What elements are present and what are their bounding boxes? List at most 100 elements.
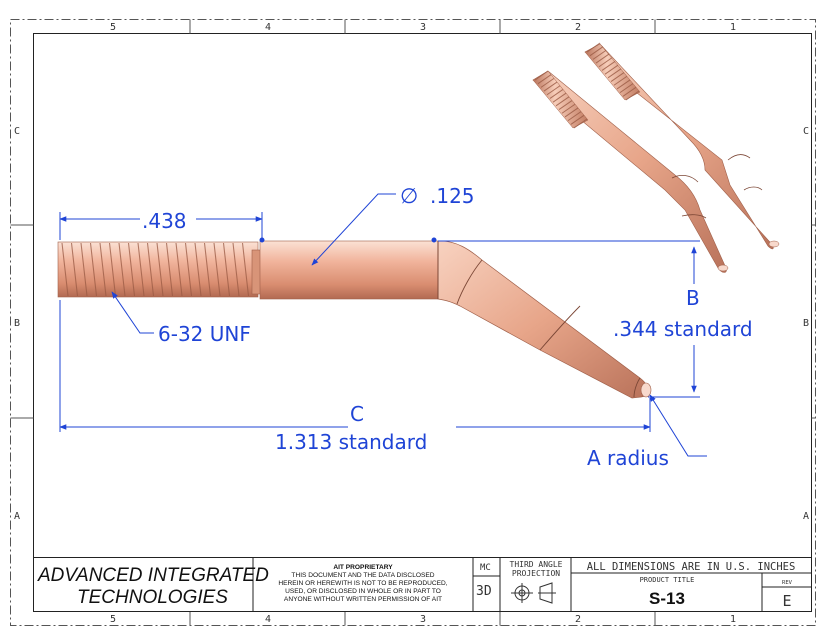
iso-tip-back (584, 42, 780, 250)
thread-crest (537, 74, 552, 85)
product-title-label: PRODUCT TITLE (640, 576, 695, 584)
rev-label: REV (782, 580, 793, 586)
thread-crest (616, 79, 631, 90)
thread-crest (118, 242, 126, 297)
thread-crest (592, 49, 607, 60)
zone-row-right-c: C (803, 126, 809, 137)
thread-crest (561, 103, 576, 114)
shank (259, 240, 439, 300)
dim-rise-value: .344 standard (613, 317, 753, 341)
zone-labels: 5 4 3 2 1 5 4 3 2 1 C B A C B A (14, 22, 809, 625)
zone-row-left-c: C (14, 126, 20, 137)
product-title: S-13 (649, 589, 685, 608)
dim-diameter: .125 (430, 184, 475, 208)
thread-crest (146, 242, 155, 297)
thread-crest (570, 114, 585, 125)
thread-crest (552, 92, 567, 103)
dim-rise-label: B (686, 286, 700, 310)
thread-crest (534, 70, 549, 81)
zone-col-top-2: 2 (575, 22, 581, 33)
proprietary-line-3: USED, OR DISCLOSED IN WHOLE OR IN PART T… (285, 588, 441, 595)
thread-crest (564, 107, 579, 118)
dim-length-label: C (350, 402, 364, 426)
thread-crest (555, 96, 570, 107)
dimension-annotations (59, 193, 707, 457)
third-angle-projection-icon (511, 582, 556, 604)
thread-crest (622, 86, 637, 97)
thread-crest (546, 85, 561, 96)
dim-diameter-symbol: ∅ (400, 184, 418, 208)
thread-crest (137, 242, 145, 297)
dim-thread-length: .438 (142, 209, 187, 233)
thread-crest (175, 242, 183, 297)
mc-label: MC (480, 563, 491, 573)
thread-crest (184, 242, 193, 297)
title-block: ADVANCED INTEGRATED TECHNOLOGIES AIT PRO… (33, 557, 812, 612)
dim-length-value: 1.313 standard (275, 430, 427, 454)
projection-line-2: PROJECTION (512, 569, 560, 578)
rev-value: E (782, 592, 791, 610)
thread-crest (108, 242, 117, 297)
company-name-line1: ADVANCED INTEGRATED (37, 565, 269, 586)
zone-row-right-a: A (803, 511, 809, 522)
thread-crest (127, 242, 136, 297)
proprietary-line-2: HEREIN OR HEREWITH IS NOT TO BE REPRODUC… (278, 580, 447, 587)
thread-crest (70, 242, 79, 297)
thread-crest (194, 242, 202, 297)
zone-col-bottom-3: 3 (420, 614, 426, 625)
3d-label: 3D (476, 584, 492, 599)
thread-crest (156, 242, 164, 297)
thread-crest (567, 111, 582, 122)
thread-crest (573, 118, 588, 129)
thread-crest (558, 100, 573, 110)
zone-row-left-b: B (14, 318, 20, 329)
zone-row-right-b: B (803, 318, 809, 329)
thread-crest (589, 46, 604, 57)
units-note: ALL DIMENSIONS ARE IN U.S. INCHES (587, 561, 796, 573)
soldering-tip-isometric-views (532, 42, 780, 273)
zone-col-bottom-2: 2 (575, 614, 581, 625)
proprietary-line-1: THIS DOCUMENT AND THE DATA DISCLOSED (291, 572, 434, 579)
thread-crest (203, 242, 212, 297)
thread-crest (586, 42, 601, 53)
thread-crest (222, 242, 231, 297)
zone-col-top-3: 3 (420, 22, 426, 33)
proprietary-line-4: ANYONE WITHOUT WRITTEN PERMISSION OF AIT (284, 596, 442, 603)
thread-crest (625, 90, 640, 101)
thread-crest (598, 57, 613, 68)
thread-crest (213, 242, 221, 297)
projection-line-1: THIRD ANGLE (510, 560, 563, 569)
thread-crest (595, 53, 610, 64)
thread-crest (80, 242, 88, 297)
thread-crest (601, 61, 616, 71)
thread-crest (549, 89, 564, 99)
proprietary-title: AIT PROPRIETARY (333, 564, 393, 571)
zone-col-top-5: 5 (110, 22, 116, 33)
iso-tip-front (532, 70, 729, 273)
thread-crest (61, 242, 69, 297)
thread-crest (241, 242, 250, 297)
thread-crest (613, 75, 628, 86)
dim-tip-radius: A radius (587, 446, 669, 470)
zone-col-top-4: 4 (265, 22, 271, 33)
thread-pattern (61, 242, 250, 297)
thread-crest (99, 242, 107, 297)
thread-crest (610, 72, 625, 82)
dim-thread-spec: 6-32 UNF (158, 322, 251, 346)
zone-row-left-a: A (14, 511, 20, 522)
thread-crest (619, 83, 634, 94)
zone-col-bottom-4: 4 (265, 614, 271, 625)
soldering-tip-main-view (57, 240, 652, 399)
thread-crest (232, 242, 240, 297)
thread-crest (540, 77, 555, 88)
zone-col-top-1: 1 (730, 22, 736, 33)
zone-col-bottom-5: 5 (110, 614, 116, 625)
thread-crest (607, 68, 622, 79)
thread-crest (543, 81, 558, 92)
zone-col-bottom-1: 1 (730, 614, 736, 625)
thread-crest (165, 242, 174, 297)
dimension-text: .438 ∅ .125 6-32 UNF B .344 standard C 1… (142, 184, 753, 470)
company-name-line2: TECHNOLOGIES (77, 587, 228, 608)
thread-crest (604, 64, 619, 75)
